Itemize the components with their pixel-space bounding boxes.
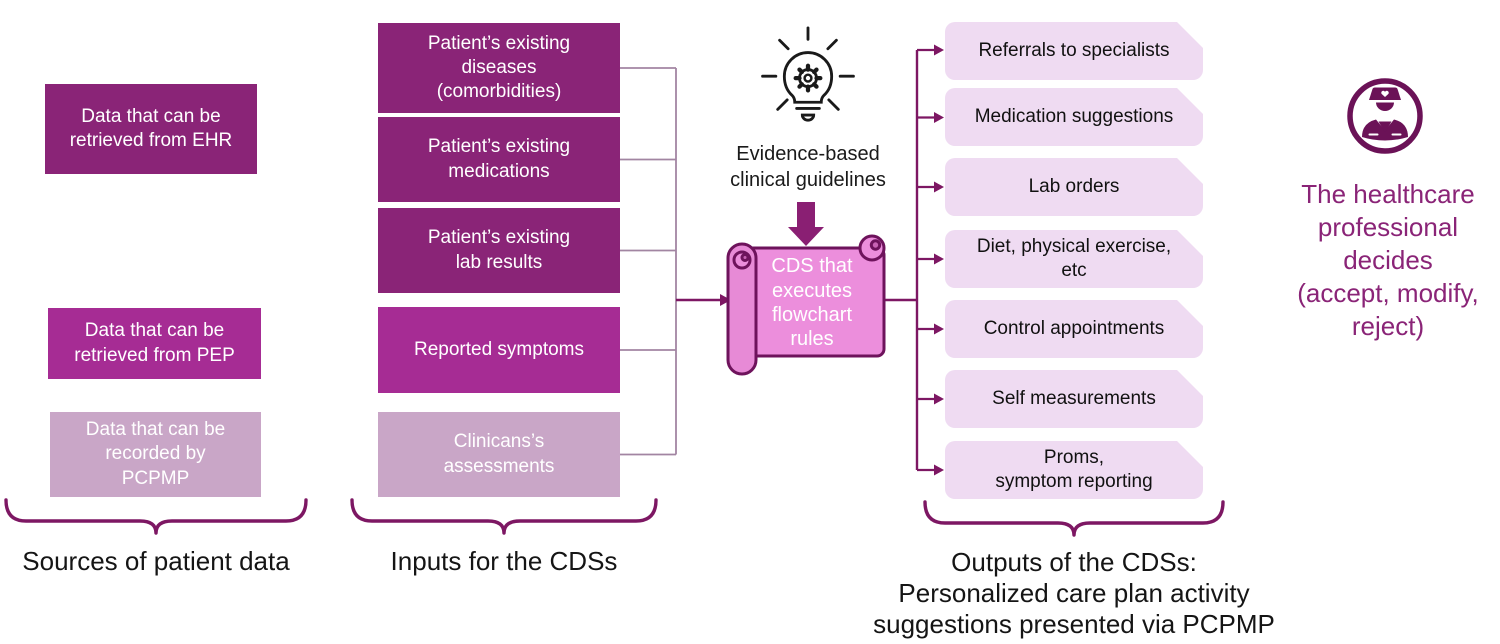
input-box-lab-results: Patient’s existing lab results (378, 208, 620, 293)
brace-sources (4, 498, 308, 535)
brace-outputs (923, 500, 1225, 537)
input-box-diseases: Patient’s existing diseases (comorbiditi… (378, 23, 620, 113)
output-box-diet: Diet, physical exercise, etc (945, 230, 1203, 288)
input-box-assessments: Clinicans’s assessments (378, 412, 620, 497)
output-box-medication: Medication suggestions (945, 88, 1203, 146)
arrow-inputs-to-cds (676, 294, 731, 306)
source-box-ehr: Data that can be retrieved from EHR (45, 84, 257, 174)
output-connector-lines (884, 44, 944, 476)
input-connector-lines (620, 67, 677, 456)
output-box-proms: Proms, symptom reporting (945, 441, 1203, 499)
output-box-appointments: Control appointments (945, 300, 1203, 358)
source-box-pep: Data that can be retrieved from PEP (48, 308, 261, 379)
arrow-guidelines-to-cds (788, 202, 824, 246)
brace-inputs (350, 498, 658, 535)
output-box-referrals: Referrals to specialists (945, 22, 1203, 80)
output-box-self-measure: Self measurements (945, 370, 1203, 428)
lightbulb-gear-icon (761, 26, 855, 122)
cds-scroll-shape (726, 234, 886, 376)
decision-text: The healthcare professional decides (acc… (1297, 179, 1479, 341)
caption-inputs: Inputs for the CDSs (390, 546, 618, 576)
input-box-symptoms: Reported symptoms (378, 307, 620, 393)
guidelines-label: Evidence-based clinical guidelines (730, 143, 886, 191)
caption-sources: Sources of patient data (22, 546, 290, 576)
input-box-medications: Patient’s existing medications (378, 117, 620, 202)
caption-outputs: Outputs of the CDSs: Personalized care p… (873, 547, 1275, 639)
healthcare-professional-icon (1347, 78, 1423, 154)
source-box-pcpmp: Data that can be recorded by PCPMP (50, 412, 261, 497)
cds-scroll-label: CDS that executes flowchart rules (771, 255, 853, 351)
output-box-lab-orders: Lab orders (945, 158, 1203, 216)
